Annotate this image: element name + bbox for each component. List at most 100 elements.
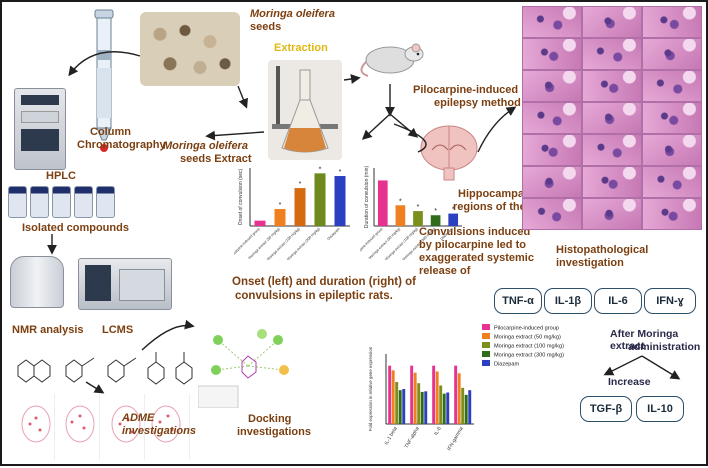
after-moringa-label: After Moringa extract: [610, 328, 679, 353]
tick-label: Moringa extract (300 mg/kg): [286, 227, 321, 260]
histology-tile-image: [642, 134, 702, 166]
cytokine-pill-tgf: TGF-β: [580, 396, 632, 422]
convulsions-label-3: exaggerated systemic: [419, 252, 534, 264]
bar: [391, 370, 395, 424]
onset-caption: Onset (left) and duration (right) of: [232, 276, 416, 288]
bar: [464, 394, 468, 424]
vial-icon: [8, 186, 27, 218]
lcms-instrument-image: [78, 258, 172, 310]
hplc-label: HPLC: [46, 170, 76, 182]
cytokine-pill-il10: IL-10: [636, 396, 684, 422]
legend-swatch: [482, 324, 490, 330]
tick-label: Pilocarpine-induced group: [234, 227, 261, 259]
bar: [468, 390, 472, 424]
bar: [254, 220, 266, 226]
y-axis-label: Fold expression in relative gene express…: [368, 346, 373, 431]
increase-label: Increase: [608, 376, 651, 388]
moringa-seeds-image: [140, 12, 240, 86]
bar: [420, 391, 424, 424]
bar: [424, 391, 428, 424]
histology-tile-image: [642, 6, 702, 38]
gene-expression-chart: Fold expression in relative gene express…: [368, 324, 564, 452]
bar: [457, 373, 461, 424]
cytokine-pill-il1b: IL-1β: [544, 288, 592, 314]
bar: [413, 372, 417, 424]
histology-tile-image: [582, 102, 642, 134]
cytokine-pill-ifn: IFN-ɣ: [644, 288, 696, 314]
adme-label: ADME: [122, 412, 155, 424]
extraction-label: Extraction: [274, 42, 328, 54]
column-label: Column: [90, 126, 131, 138]
vial-icon: [96, 186, 115, 218]
significance-marker: *: [319, 166, 322, 173]
legend-label: Moringa extract (300 mg/kg): [494, 353, 564, 359]
histology-tile-image: [522, 6, 582, 38]
histology-tile-image: [582, 38, 642, 70]
bar: [395, 205, 406, 226]
histology-tile-image: [582, 134, 642, 166]
bar: [417, 383, 421, 424]
histology-tile-image: [522, 166, 582, 198]
tick-label: Moringa extract (100 mg/kg): [384, 227, 419, 260]
bar: [430, 215, 441, 226]
bar: [398, 390, 402, 424]
histology-tile-image: [642, 38, 702, 70]
bar: [454, 365, 458, 424]
legend-swatch: [482, 342, 490, 348]
cytokine-pill-tnf: TNF-α: [494, 288, 542, 314]
lcms-label: LCMS: [102, 324, 134, 336]
docking-diagram-image: [198, 329, 289, 408]
hplc-instrument-image: [14, 88, 66, 170]
significance-marker: *: [399, 198, 402, 205]
legend-swatch: [482, 351, 490, 357]
vial-icon: [30, 186, 49, 218]
legend-label: Moringa extract (100 mg/kg): [494, 344, 564, 350]
vial-icon: [52, 186, 71, 218]
histology-tile-image: [522, 102, 582, 134]
bar: [377, 180, 388, 226]
bar: [402, 389, 406, 424]
docking-label: Docking: [248, 413, 292, 425]
convulsions-label-1: Convulsions induced: [419, 226, 531, 238]
chemical-structures-image: [17, 352, 193, 385]
histology-tile-image: [522, 70, 582, 102]
histology-tile-image: [642, 102, 702, 134]
bar: [274, 209, 286, 226]
bar: [314, 173, 326, 226]
brain-section-icon: [420, 125, 478, 181]
legend-label: Moringa extract (50 mg/kg): [494, 335, 561, 341]
y-axis-label: Duration of convulsion (min): [364, 166, 370, 229]
significance-marker: *: [299, 181, 302, 188]
seeds-extract-label: Moringa oleifera: [163, 140, 248, 152]
tick-label: IL-6: [433, 426, 443, 437]
docking-label-2: investigations: [237, 426, 311, 438]
histology-tile-image: [642, 166, 702, 198]
bar: [294, 188, 306, 226]
tick-label: IL-1 beta: [384, 426, 399, 446]
onset-caption-2: convulsions in epileptic rats.: [235, 290, 393, 302]
adme-plots-image: [10, 394, 190, 460]
duration-chart: Duration of convulsion (min)Pilocarpine-…: [360, 166, 462, 260]
cytokine-pill-il6: IL-6: [594, 288, 642, 314]
bar: [435, 371, 439, 424]
histology-tile-image: [642, 70, 702, 102]
vial-icon: [74, 186, 93, 218]
histology-tile-image: [522, 38, 582, 70]
moringa-seeds-label: Moringa oleifera: [250, 8, 335, 20]
nmr-label: NMR analysis: [12, 324, 84, 336]
tick-label: IFN-gamma: [446, 426, 465, 452]
adme-label-2: investigations: [122, 425, 196, 437]
histology-tile-image: [642, 198, 702, 230]
convulsions-label-2: by pilocarpine led to: [419, 239, 526, 251]
legend-swatch: [482, 333, 490, 339]
significance-marker: *: [434, 208, 437, 215]
pilocarpine-label: Pilocarpine-induced: [413, 84, 519, 96]
bar: [413, 211, 423, 226]
significance-marker: *: [339, 169, 342, 176]
pilocarpine-label-2: epilepsy method: [434, 97, 521, 109]
extraction-flask-image: [268, 60, 342, 160]
bar: [432, 365, 436, 424]
bar: [448, 213, 459, 226]
significance-marker: *: [417, 204, 420, 211]
histology-tile-image: [582, 198, 642, 230]
